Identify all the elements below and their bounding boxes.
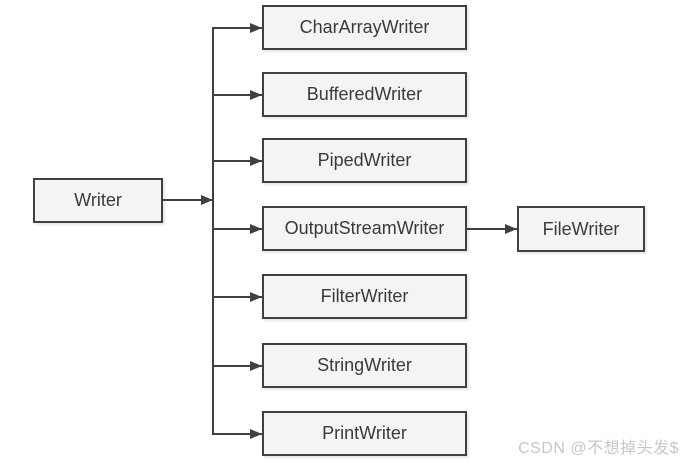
node-stringwriter: StringWriter	[262, 343, 467, 388]
csdn-watermark: CSDN @不想掉头发$	[518, 440, 679, 457]
node-chararraywriter-label: CharArrayWriter	[299, 17, 430, 37]
node-pipedwriter-label: PipedWriter	[317, 150, 412, 170]
node-outputstreamwriter: OutputStreamWriter	[262, 206, 467, 251]
node-writer: Writer	[33, 178, 163, 223]
node-bufferedwriter: BufferedWriter	[262, 72, 467, 117]
node-outputstreamwriter-label: OutputStreamWriter	[284, 218, 445, 238]
node-pipedwriter: PipedWriter	[262, 138, 467, 183]
node-filterwriter-label: FilterWriter	[320, 286, 409, 306]
node-filewriter-label: FileWriter	[542, 218, 620, 239]
node-filewriter: FileWriter	[517, 206, 645, 252]
node-printwriter: PrintWriter	[262, 411, 467, 456]
node-chararraywriter: CharArrayWriter	[262, 5, 467, 50]
node-stringwriter-label: StringWriter	[317, 355, 412, 375]
node-writer-label: Writer	[74, 190, 122, 210]
node-bufferedwriter-label: BufferedWriter	[306, 84, 423, 104]
node-filterwriter: FilterWriter	[262, 274, 467, 319]
node-printwriter-label: PrintWriter	[322, 423, 407, 443]
